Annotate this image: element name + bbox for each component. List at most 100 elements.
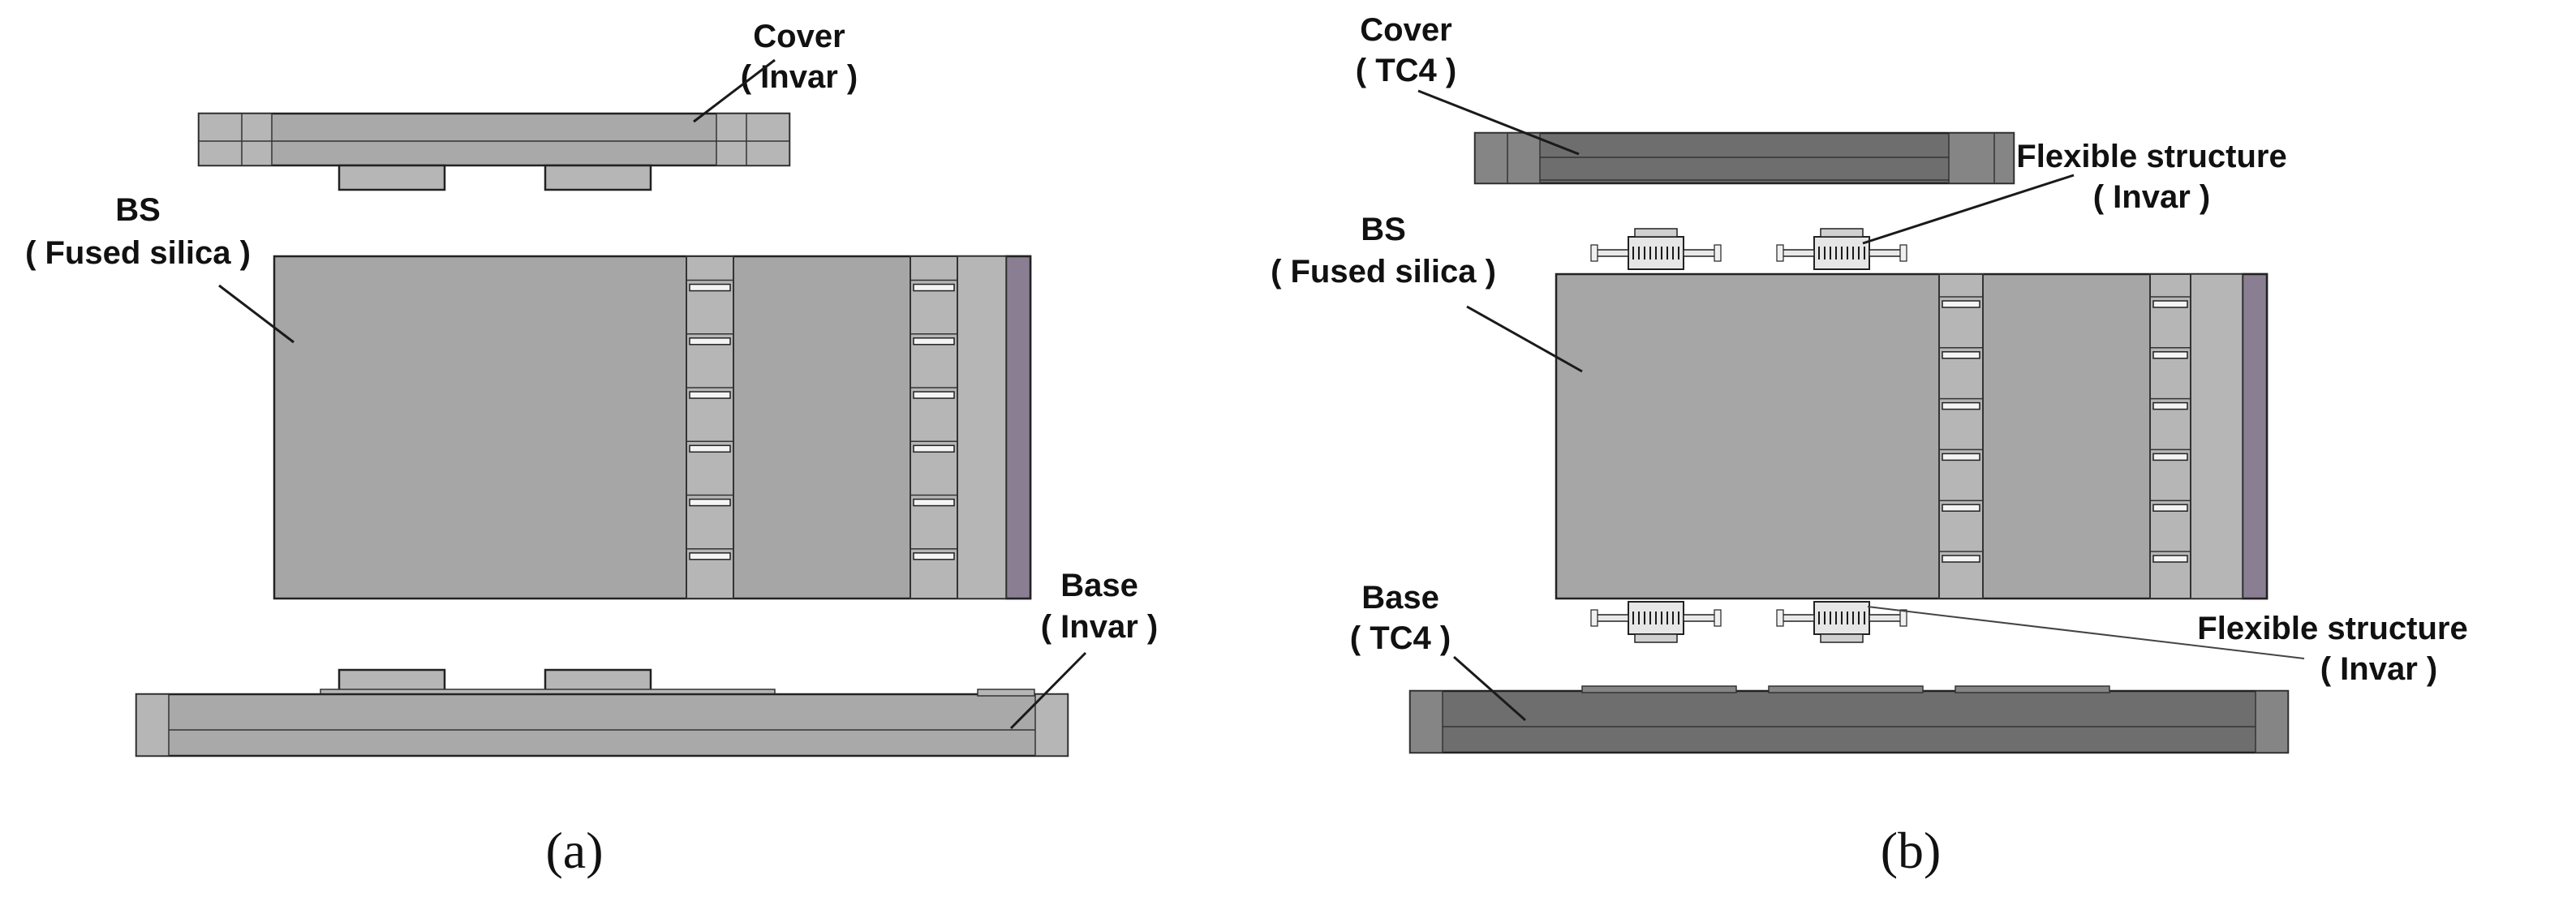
- bs-a-comb-right: [910, 255, 958, 599]
- flex-bottom-right: [1776, 601, 1907, 643]
- base-a: [135, 668, 1069, 757]
- label-b-cover-material: ( TC4 ): [1356, 53, 1456, 88]
- comb-slot: [2152, 401, 2188, 410]
- comb-slot: [1942, 351, 1980, 359]
- comb-slot: [2152, 504, 2188, 512]
- leader-a-cover: [693, 58, 776, 123]
- comb-slot: [913, 283, 955, 292]
- leader-b-flex-top: [1862, 174, 2075, 245]
- cover-a-plate: [197, 112, 791, 167]
- bs-b-right-band: [2190, 273, 2243, 599]
- comb-slot: [689, 444, 731, 453]
- label-b-bs-title: BS: [1361, 212, 1406, 247]
- leader-b-base: [1453, 655, 1526, 722]
- label-a-cover-material: ( Invar ): [741, 59, 858, 95]
- comb-slot: [913, 444, 955, 453]
- bs-b: [1555, 272, 2269, 600]
- flex-cap: [1634, 633, 1678, 643]
- flex-arm-left: [1779, 614, 1815, 622]
- bs-b-comb-left: [1938, 273, 1984, 599]
- comb-slot: [689, 337, 731, 345]
- label-b-bs-material: ( Fused silica ): [1271, 254, 1496, 290]
- comb-slot: [2152, 300, 2188, 308]
- comb-slot: [1942, 300, 1980, 308]
- cover-a-boss-right: [544, 164, 652, 191]
- label-a-cover-title: Cover: [753, 19, 845, 54]
- base-b: [1408, 685, 2290, 754]
- comb-slot: [689, 552, 731, 560]
- label-b-base-material: ( TC4 ): [1350, 620, 1451, 656]
- bs-a-right-band: [957, 255, 1007, 599]
- base-b-pad-3: [1955, 685, 2110, 693]
- panel-b: Cover ( TC4 ) Flexible structure ( Invar…: [1271, 12, 2468, 879]
- comb-slot: [913, 552, 955, 560]
- bs-a-comb-left: [686, 255, 734, 599]
- caption-a: (a): [545, 822, 603, 879]
- comb-strip: [910, 255, 958, 599]
- label-b-flex-top-material: ( Invar ): [2093, 179, 2210, 215]
- bs-a-right-slab: [1004, 255, 1032, 600]
- base-a-plate: [135, 693, 1069, 757]
- base-b-plate: [1408, 689, 2290, 754]
- leader-a-bs: [218, 284, 295, 344]
- flex-cap: [1820, 228, 1864, 238]
- bs-b-body: [1555, 272, 2269, 600]
- comb-slot: [1942, 453, 1980, 461]
- flex-tab: [1776, 244, 1784, 262]
- label-b-base-title: Base: [1361, 580, 1439, 616]
- panel-a: Cover ( Invar ) BS ( Fused silica ) Base…: [25, 19, 1158, 879]
- leader-b-cover: [1417, 89, 1580, 156]
- label-a-bs-title: BS: [115, 192, 161, 228]
- label-a-base-material: ( Invar ): [1041, 609, 1158, 645]
- flex-tab: [1590, 609, 1598, 627]
- flex-top-right: [1776, 228, 1907, 270]
- flex-arm-right: [1869, 249, 1904, 257]
- flex-arm-right: [1683, 614, 1718, 622]
- flex-tab: [1714, 609, 1722, 627]
- comb-slot: [2152, 555, 2188, 563]
- label-b-cover-title: Cover: [1360, 12, 1451, 48]
- comb-slot: [1942, 504, 1980, 512]
- base-b-pad-1: [1581, 685, 1737, 693]
- comb-slot: [2152, 351, 2188, 359]
- label-a-base-title: Base: [1060, 568, 1138, 603]
- base-a-left-end: [135, 693, 170, 757]
- cover-a-left-block: [198, 113, 273, 166]
- flex-tab: [1899, 609, 1907, 627]
- flex-cap: [1820, 633, 1864, 643]
- comb-slot: [2152, 453, 2188, 461]
- bs-b-comb-right: [2149, 273, 2191, 599]
- flex-arm-left: [1779, 249, 1815, 257]
- comb-strip: [2149, 273, 2191, 599]
- flex-tab: [1776, 609, 1784, 627]
- comb-slot: [913, 498, 955, 507]
- flex-tab: [1590, 244, 1598, 262]
- leader-b-bs: [1466, 305, 1583, 373]
- bs-b-right-slab: [2241, 272, 2269, 600]
- base-b-right-end: [2255, 690, 2289, 753]
- flex-arm-left: [1593, 249, 1629, 257]
- comb-slot: [689, 391, 731, 399]
- flex-tab: [1899, 244, 1907, 262]
- comb-slot: [1942, 555, 1980, 563]
- leader-b-flex-bottom: [1867, 606, 2305, 659]
- caption-b: (b): [1881, 822, 1942, 879]
- label-b-flex-bottom-material: ( Invar ): [2320, 651, 2437, 687]
- flex-arm-right: [1869, 614, 1904, 622]
- cover-a-right-block: [716, 113, 790, 166]
- comb-slot: [913, 391, 955, 399]
- base-a-right-step: [977, 689, 1035, 697]
- flex-bottom-left: [1590, 601, 1722, 643]
- flex-arm-left: [1593, 614, 1629, 622]
- comb-slot: [913, 337, 955, 345]
- flex-arm-right: [1683, 249, 1718, 257]
- comb-slot: [1942, 401, 1980, 410]
- cover-a-boss-left: [338, 164, 446, 191]
- cover-b: [1473, 131, 2015, 185]
- label-b-flex-top-title: Flexible structure: [2016, 139, 2286, 174]
- comb-slot: [689, 283, 731, 292]
- bs-a-body: [273, 255, 1032, 600]
- base-b-left-end: [1409, 690, 1443, 753]
